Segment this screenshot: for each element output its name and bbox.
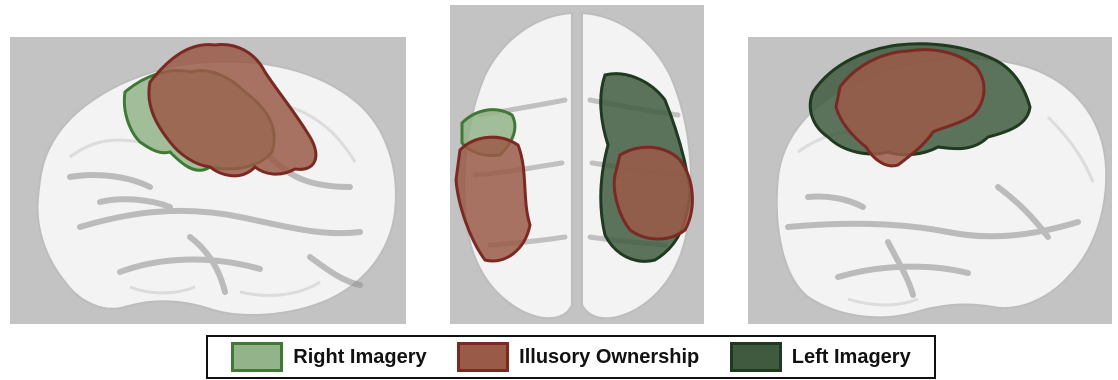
left-lateral-brain-view bbox=[10, 37, 406, 324]
legend-label: Illusory Ownership bbox=[519, 346, 699, 369]
left-imagery-swatch bbox=[730, 342, 782, 372]
legend-label: Right Imagery bbox=[293, 346, 426, 369]
right-imagery-swatch bbox=[231, 342, 283, 372]
illusory-ownership-region-right bbox=[614, 147, 692, 239]
legend: Right Imagery Illusory Ownership Left Im… bbox=[206, 335, 936, 379]
legend-item-right-imagery: Right Imagery bbox=[231, 342, 426, 372]
dorsal-brain-view bbox=[450, 5, 704, 324]
illusory-ownership-swatch bbox=[457, 342, 509, 372]
illusory-ownership-region-left bbox=[456, 137, 530, 261]
right-lateral-brain-view bbox=[748, 37, 1112, 324]
legend-item-left-imagery: Left Imagery bbox=[730, 342, 911, 372]
legend-label: Left Imagery bbox=[792, 346, 911, 369]
legend-item-illusory-ownership: Illusory Ownership bbox=[457, 342, 699, 372]
